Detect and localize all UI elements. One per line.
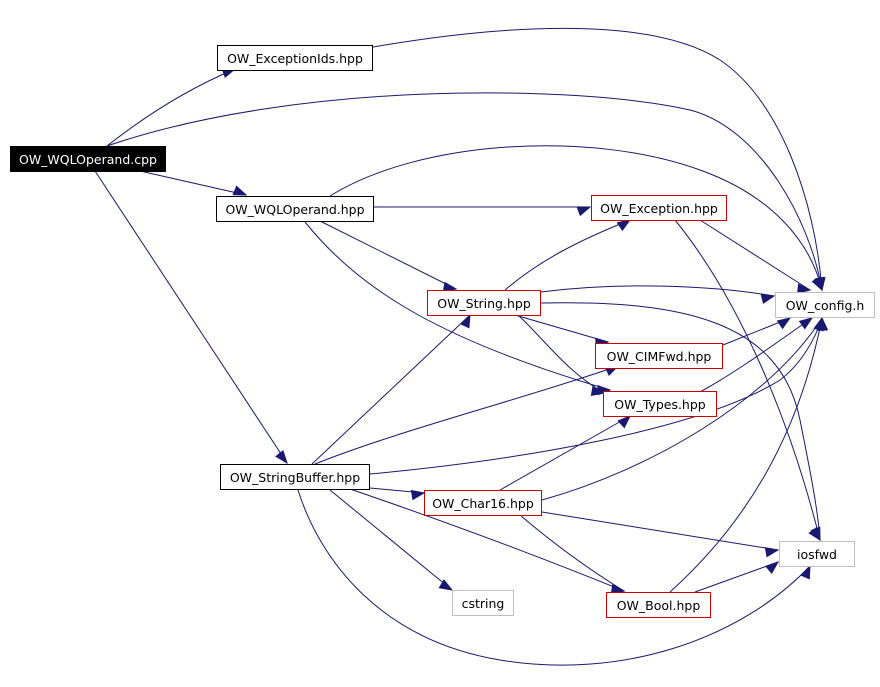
arrowhead-stringbuffer-to-cstring — [438, 579, 454, 591]
edge-string-to-cimfwd — [514, 314, 609, 343]
edge-string-to-config — [540, 285, 775, 297]
edge-cpp-to-config — [106, 92, 823, 291]
node-cstring[interactable]: cstring — [452, 590, 514, 616]
edge-bool-to-iosfwd — [694, 561, 779, 593]
edge-wqlhpp-to-types — [304, 221, 611, 391]
arrowhead-char16-to-iosfwd — [764, 547, 780, 558]
arrowhead-types-to-config — [798, 317, 814, 330]
edge-types-to-config — [699, 317, 813, 393]
arrowhead-stringbuffer-to-iosfwd — [800, 564, 811, 580]
arrowhead-wqlhpp-to-exception — [576, 206, 592, 217]
arrowhead-stringbuffer-to-char16 — [410, 489, 426, 501]
arrowhead-string-to-types — [590, 385, 606, 397]
node-wql-operand-cpp[interactable]: OW_WQLOperand.cpp — [10, 146, 166, 172]
edge-cpp-to-wqloperandhpp — [139, 170, 247, 196]
arrowhead-cpp-to-wqloperandhpp — [232, 185, 248, 196]
node-config-h[interactable]: OW_config.h — [775, 292, 875, 318]
arrowhead-string-to-config — [760, 293, 776, 304]
edge-cpp-to-stringbuffer — [94, 170, 288, 464]
edge-stringbuffer-to-bool — [349, 488, 625, 592]
edge-exception-to-iosfwd — [674, 219, 821, 541]
node-types-hpp[interactable]: OW_Types.hpp — [603, 391, 717, 417]
node-exception-ids-hpp[interactable]: OW_ExceptionIds.hpp — [217, 45, 373, 71]
node-iosfwd[interactable]: iosfwd — [779, 541, 855, 567]
node-stringbuffer-hpp[interactable]: OW_StringBuffer.hpp — [220, 464, 370, 490]
node-bool-hpp[interactable]: OW_Bool.hpp — [606, 592, 711, 618]
edge-bool-to-config — [669, 317, 823, 593]
edge-char16-to-types — [499, 415, 631, 491]
edge-exceptionids-to-config — [372, 27, 823, 291]
arrowhead-cimfwd-to-config — [776, 317, 792, 330]
arrowhead-exception-to-config — [797, 283, 812, 294]
arrowhead-string-to-iosfwd — [810, 526, 821, 542]
node-cimfwd-hpp[interactable]: OW_CIMFwd.hpp — [595, 343, 723, 369]
edge-exception-to-config — [699, 219, 811, 291]
node-char16-hpp[interactable]: OW_Char16.hpp — [424, 490, 542, 516]
edge-string-to-exception — [504, 219, 631, 291]
edge-string-to-iosfwd — [540, 302, 821, 541]
edge-wqlhpp-to-string — [319, 220, 457, 290]
edge-stringbuffer-to-cimfwd — [314, 365, 619, 465]
edge-char16-to-iosfwd — [541, 511, 779, 551]
arrowhead-char16-to-types — [617, 415, 632, 429]
edge-stringbuffer-to-iosfwd — [297, 489, 811, 666]
edge-wqlhpp-to-config — [329, 145, 823, 291]
arrowhead-cpp-to-stringbuffer — [275, 449, 288, 465]
arrowhead-bool-to-iosfwd — [765, 561, 780, 575]
node-wql-operand-hpp[interactable]: OW_WQLOperand.hpp — [216, 196, 374, 222]
node-string-hpp[interactable]: OW_String.hpp — [427, 290, 541, 316]
edge-string-to-types — [517, 314, 605, 394]
edge-char16-to-config — [541, 317, 823, 501]
arrowhead-wqlhpp-to-config — [811, 276, 823, 292]
edge-stringbuffer-to-cstring — [329, 489, 453, 591]
node-exception-hpp[interactable]: OW_Exception.hpp — [591, 195, 727, 221]
edge-cpp-to-exceptionids — [106, 68, 236, 147]
arrowhead-stringbuffer-to-string — [459, 313, 471, 329]
arrowhead-string-to-exception — [616, 219, 632, 232]
arrowhead-bool-to-config — [817, 316, 829, 331]
edge-char16-to-bool — [519, 514, 625, 592]
edge-stringbuffer-to-string — [311, 314, 471, 465]
